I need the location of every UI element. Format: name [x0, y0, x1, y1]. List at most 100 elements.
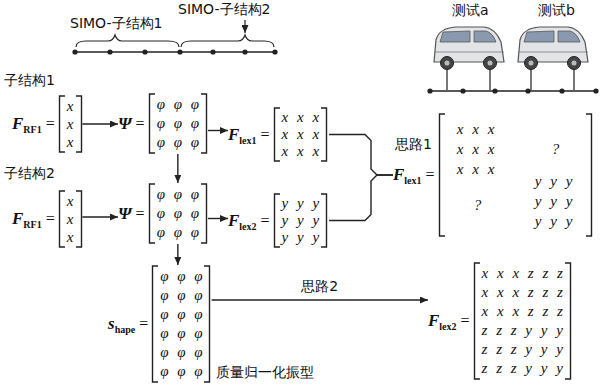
wheel	[441, 57, 454, 70]
matrix-body: xxx	[58, 190, 83, 248]
beam-node	[525, 88, 530, 93]
matrix-heading: Flex1=	[393, 165, 435, 185]
pointer-arrow	[244, 20, 245, 33]
arrow-connector	[82, 123, 118, 124]
annotation-label: 测试a	[452, 2, 489, 20]
matrix-heading: Flex2 =	[228, 211, 270, 231]
subscript: RF1	[23, 219, 41, 230]
beam-node	[210, 49, 215, 54]
matrix-entry: ?	[552, 140, 560, 158]
annotation-label: SIMO-子结构2	[178, 1, 270, 19]
bracket	[439, 114, 591, 236]
annotation-label: 质量归一化振型	[216, 364, 314, 382]
bracket	[149, 184, 206, 243]
subscript: lex2	[239, 221, 256, 232]
matrix-symbol: s	[108, 314, 115, 334]
arrow-connector	[177, 154, 178, 183]
beam-node	[72, 49, 77, 54]
equals-sign: =	[261, 212, 270, 230]
matrix-symbol: F	[393, 165, 404, 185]
subscript: lex1	[239, 135, 256, 146]
annotation-label: 测试b	[538, 2, 575, 20]
beam-node	[593, 88, 598, 93]
matrix-body: φ φ φφ φ φφ φ φ	[148, 183, 208, 244]
matrix-body: x x xx x xx x x??y y yy y yy y y	[438, 113, 593, 237]
matrix-entry: x	[67, 228, 74, 246]
matrix-heading: FRF1 =	[12, 209, 55, 229]
matrix-body: φ φ φφ φ φφ φ φ	[148, 93, 208, 154]
edge-label: 思路2	[299, 278, 340, 296]
beam-nodes	[72, 49, 277, 54]
matrix-symbol: F	[12, 209, 23, 229]
arrow-connector	[212, 299, 428, 300]
subscript: lex2	[439, 321, 456, 332]
beam-line	[428, 90, 598, 92]
matrix-body: xxx	[58, 95, 83, 153]
subscript: RF1	[23, 124, 41, 135]
matrix-entry: x x x	[457, 140, 494, 158]
annotation-label: 思路1	[395, 136, 432, 154]
matrix-heading: Ψ=	[118, 204, 145, 224]
matrix-entry: z z z y y y	[482, 321, 563, 340]
arrow-connector	[208, 218, 228, 219]
stand	[446, 68, 448, 90]
beam-nodes	[427, 88, 598, 93]
beam-node	[559, 88, 564, 93]
brace-connector	[329, 175, 393, 221]
equals-sign: =	[46, 210, 55, 228]
matrix-symbol: Ψ	[118, 114, 132, 134]
matrix-entry: φ φ φ	[160, 343, 202, 362]
beam-node	[242, 49, 247, 54]
matrix-entry: x	[67, 97, 74, 115]
matrix-entry: x x x	[457, 160, 494, 178]
matrix-entry: y y y	[282, 195, 319, 212]
matrix-entry: y y y	[282, 229, 319, 246]
matrix-entry: φ φ φ	[160, 305, 202, 324]
matrix-heading: Flex2=	[428, 311, 470, 331]
matrix-entry: φ φ φ	[157, 185, 199, 204]
matrix-node: FRF1 =xxx	[12, 190, 82, 248]
matrix-entry: z z z y y y	[482, 359, 563, 378]
equals-sign: =	[139, 315, 148, 333]
matrix-symbol: F	[12, 114, 23, 134]
bracket	[153, 266, 210, 382]
matrix-node: Flex2=x x x z z zx x x z z zx x x z z zz…	[428, 262, 572, 380]
arrow-connector	[177, 244, 178, 265]
bracket	[59, 96, 81, 152]
matrix-node: shape=φ φ φφ φ φφ φ φφ φ φφ φ φφ φ φ	[108, 265, 212, 383]
matrix-entry: x x x z z z	[482, 264, 563, 283]
subscript: lex1	[404, 175, 421, 186]
matrix-entry: φ φ φ	[157, 204, 199, 223]
matrix-entry: φ φ φ	[160, 267, 202, 286]
matrix-node: Flex1=x x xx x xx x x??y y yy y yy y y	[393, 113, 593, 237]
matrix-heading: FRF1=	[12, 114, 55, 134]
wheel	[484, 57, 497, 70]
beam-node	[492, 88, 497, 93]
equals-sign: =	[136, 115, 145, 133]
matrix-symbol: F	[228, 211, 239, 231]
bracket	[274, 108, 326, 161]
matrix-body: φ φ φφ φ φφ φ φφ φ φφ φ φφ φ φ	[151, 265, 211, 383]
arrow-connector	[82, 216, 118, 217]
matrix-entry: x	[67, 115, 74, 133]
hub	[445, 61, 450, 66]
bracket	[149, 94, 206, 153]
stand	[489, 68, 491, 90]
bracket	[274, 194, 326, 247]
matrix-body: y y yy y yy y y	[273, 193, 328, 248]
matrix-body: x x xx x xx x x	[273, 107, 328, 162]
matrix-entry: x x x	[282, 126, 319, 143]
matrix-symbol: F	[428, 311, 439, 331]
matrix-node: FRF1=xxx	[12, 95, 82, 153]
beam-node	[272, 49, 277, 54]
matrix-symbol: Ψ	[118, 204, 132, 224]
matrix-entry: φ φ φ	[160, 324, 202, 343]
matrix-heading: Ψ=	[118, 114, 145, 134]
bracket	[474, 263, 570, 379]
hub	[488, 61, 493, 66]
matrix-entry: φ φ φ	[157, 95, 199, 114]
matrix-entry: y y y	[535, 172, 572, 190]
matrix-entry: x x x	[457, 120, 494, 138]
beam-node	[142, 49, 147, 54]
